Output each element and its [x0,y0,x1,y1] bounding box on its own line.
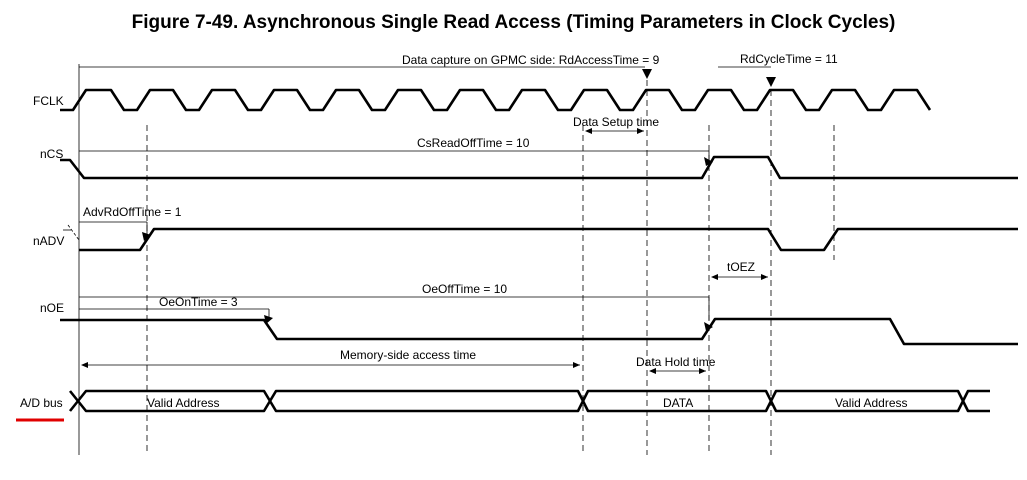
ncs-waveform [60,155,1018,180]
cs-read-off-label: CsReadOffTime = 10 [417,136,530,150]
signal-label-adbus: A/D bus [20,396,63,410]
rd-access-time-arrow [642,69,652,79]
rd-cycle-time-arrow [766,77,776,87]
noe-waveform [60,317,1018,346]
ad-bus-waveform [68,389,990,413]
mem-access-label: Memory-side access time [340,348,476,362]
oe-on-label: OeOnTime = 3 [159,295,238,309]
signal-label-ncs: nCS [40,147,63,161]
data-hold-label: Data Hold time [636,355,716,369]
toez-label: tOEZ [727,260,755,274]
bus-segment-data: DATA [663,396,693,410]
fclk-waveform [60,88,932,112]
nadv-waveform [79,227,1018,252]
signal-label-nadv: nADV [33,234,64,248]
adv-rd-off-label: AdvRdOffTime = 1 [83,205,182,219]
nadv-start-dash [67,224,80,241]
oe-off-label: OeOffTime = 10 [422,282,507,296]
figure-title: Figure 7-49. Asynchronous Single Read Ac… [131,12,896,33]
bus-segment-valid-address-2: Valid Address [835,396,908,410]
rd-cycle-time-label: RdCycleTime = 11 [740,52,838,66]
adv-rd-off-arrow [142,232,151,241]
bus-segment-valid-address-1: Valid Address [147,396,220,410]
rd-access-time-label: Data capture on GPMC side: RdAccessTime … [402,53,660,67]
oe-off-arrow [704,322,713,331]
signal-label-fclk: FCLK [33,94,64,108]
data-setup-label: Data Setup time [573,115,659,129]
cs-read-off-arrow [704,157,713,166]
signal-label-noe: nOE [40,301,64,315]
